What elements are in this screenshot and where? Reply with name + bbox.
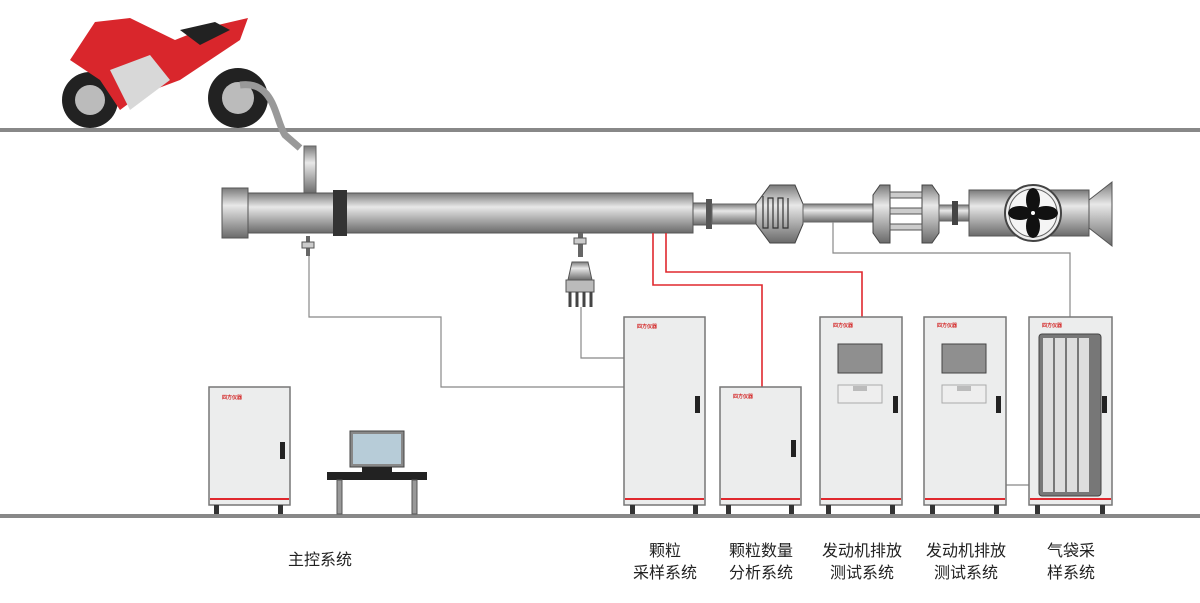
logo: 四方仪器 xyxy=(222,394,243,401)
cabinet-main-control: 四方仪器 xyxy=(208,386,291,514)
particulate-filter xyxy=(755,184,874,244)
label-main-control: 主控系统 xyxy=(288,550,352,569)
dilution-tunnel xyxy=(221,187,757,239)
label-emission-2-1: 发动机排放 xyxy=(926,541,1006,560)
cabinet-pn-analysis: 四方仪器 xyxy=(719,386,802,514)
lower-floor-line xyxy=(0,514,1200,518)
signal-line-pn xyxy=(652,233,763,387)
svg-text:四方仪器: 四方仪器 xyxy=(1042,322,1063,329)
svg-text:四方仪器: 四方仪器 xyxy=(733,393,754,400)
label-pm-sampling-1: 颗粒 xyxy=(649,541,681,560)
label-bag-sampling-2: 样系统 xyxy=(1047,563,1095,582)
svg-text:四方仪器: 四方仪器 xyxy=(637,323,658,330)
exhaust-hose xyxy=(239,81,303,151)
gas-line-bag xyxy=(832,222,1071,317)
cabinet-pm-sampling: 四方仪器 xyxy=(623,316,706,514)
cabinet-emission-1: 四方仪器 xyxy=(819,316,903,514)
gas-line-main-control xyxy=(308,256,624,388)
motorcycle-icon xyxy=(62,18,268,128)
cabinet-bag-sampling: 四方仪器 xyxy=(1028,316,1113,514)
svg-text:四方仪器: 四方仪器 xyxy=(937,322,958,329)
svg-text:四方仪器: 四方仪器 xyxy=(833,322,854,329)
label-pm-sampling-2: 采样系统 xyxy=(633,563,697,582)
label-pn-analysis-2: 分析系统 xyxy=(729,563,793,582)
label-pn-analysis-1: 颗粒数量 xyxy=(729,541,793,560)
cabinet-emission-2: 四方仪器 xyxy=(923,316,1007,514)
signal-line-emission xyxy=(665,233,863,317)
upper-floor-line xyxy=(0,128,1200,132)
computer-desk xyxy=(327,430,427,515)
label-emission-1-1: 发动机排放 xyxy=(822,541,902,560)
sampling-probe xyxy=(301,233,595,307)
blower-fan-icon xyxy=(968,180,1113,248)
gas-line-pm xyxy=(580,307,624,359)
label-emission-2-2: 测试系统 xyxy=(934,563,998,582)
label-emission-1-2: 测试系统 xyxy=(830,563,894,582)
venturi-assembly xyxy=(872,184,970,244)
label-bag-sampling-1: 气袋采 xyxy=(1047,541,1095,560)
